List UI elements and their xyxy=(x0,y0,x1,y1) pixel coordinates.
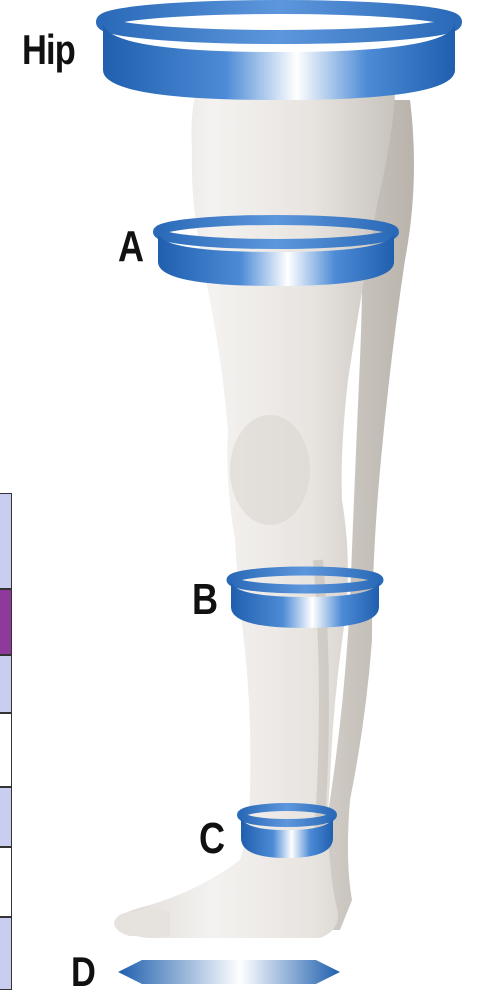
label-c: C xyxy=(199,814,224,864)
label-d: D xyxy=(71,948,95,996)
knee-shading xyxy=(230,415,310,525)
arrow-d xyxy=(118,960,340,984)
label-b: B xyxy=(192,575,217,625)
label-hip: Hip xyxy=(22,26,75,74)
label-a: A xyxy=(118,222,143,272)
hip-band xyxy=(103,7,455,100)
toes xyxy=(114,909,170,936)
